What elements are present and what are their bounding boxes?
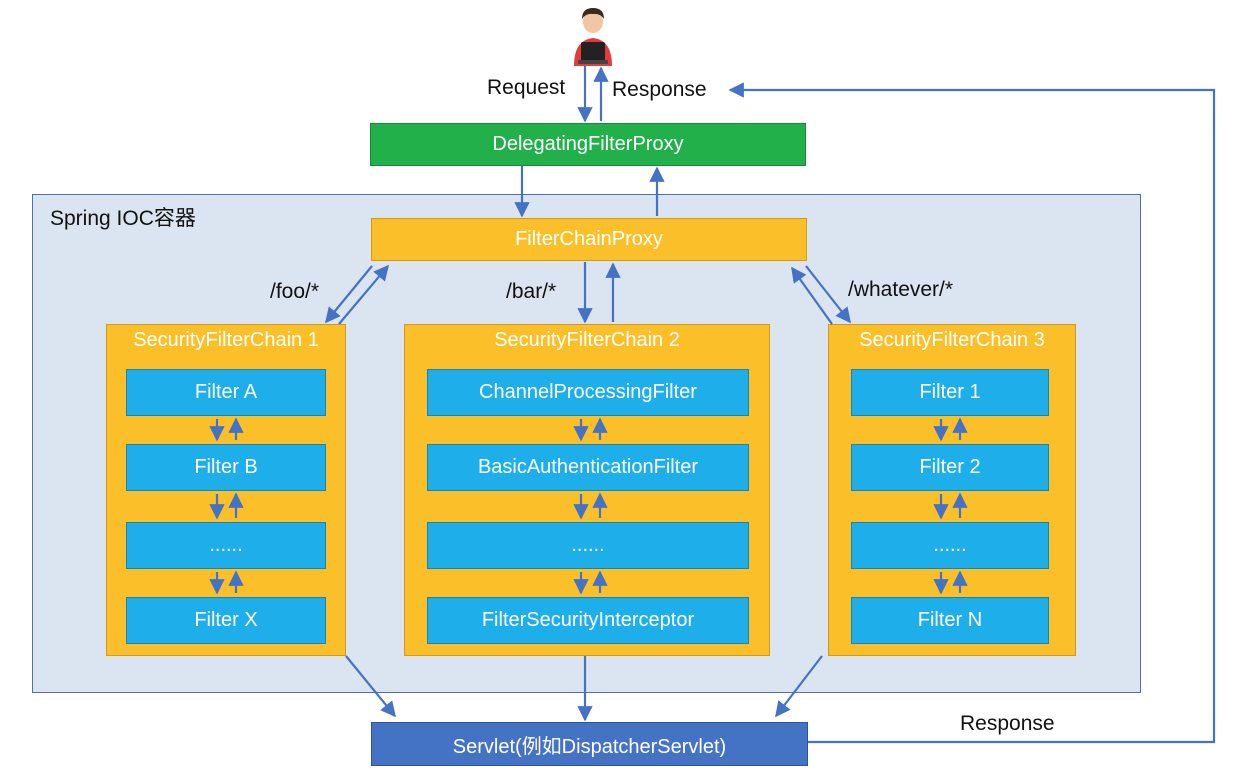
user-laptop-icon [574, 8, 612, 66]
filter-box: Filter 1 [851, 369, 1049, 416]
filter-box: ...... [427, 522, 749, 569]
arrow-chain1-servlet [345, 655, 396, 718]
arrow-whatever-down [805, 265, 851, 324]
security-filter-chain-1: SecurityFilterChain 1 Filter A Filter B … [106, 324, 346, 656]
arrow-chain3-servlet [775, 655, 823, 718]
chain-title: SecurityFilterChain 1 [133, 329, 319, 351]
filter-box: ChannelProcessingFilter [427, 369, 749, 416]
filter-box: FilterSecurityInterceptor [427, 597, 749, 644]
filter-box: Filter N [851, 597, 1049, 644]
filter-box: Filter X [126, 597, 326, 644]
request-label: Request [487, 76, 566, 99]
container-label: Spring IOC容器 [50, 207, 196, 230]
filter-box: Filter 2 [851, 444, 1049, 491]
filter-chain-proxy: FilterChainProxy [371, 218, 807, 261]
chain-title: SecurityFilterChain 2 [494, 329, 680, 351]
filter-box: ...... [851, 522, 1049, 569]
response-label-top: Response [612, 78, 707, 101]
delegating-filter-proxy: DelegatingFilterProxy [370, 123, 806, 166]
chain-title: SecurityFilterChain 3 [859, 329, 1045, 351]
security-filter-chain-2: SecurityFilterChain 2 ChannelProcessingF… [404, 324, 770, 656]
path-label-foo: /foo/* [270, 280, 320, 303]
arrow-foo-up [338, 264, 389, 325]
path-label-whatever: /whatever/* [848, 278, 954, 301]
security-filter-chain-3: SecurityFilterChain 3 Filter 1 Filter 2 … [828, 324, 1076, 656]
filter-box: Filter B [126, 444, 326, 491]
filter-box: Filter A [126, 369, 326, 416]
path-label-bar: /bar/* [506, 280, 557, 303]
filter-box: ...... [126, 522, 326, 569]
arrow-foo-down [325, 265, 373, 324]
response-label-bottom: Response [960, 712, 1055, 735]
arrow-servlet-response [728, 82, 1216, 744]
servlet-box: Servlet(例如DispatcherServlet) [371, 722, 808, 766]
arrow-whatever-up [791, 266, 833, 325]
filter-box: BasicAuthenticationFilter [427, 444, 749, 491]
